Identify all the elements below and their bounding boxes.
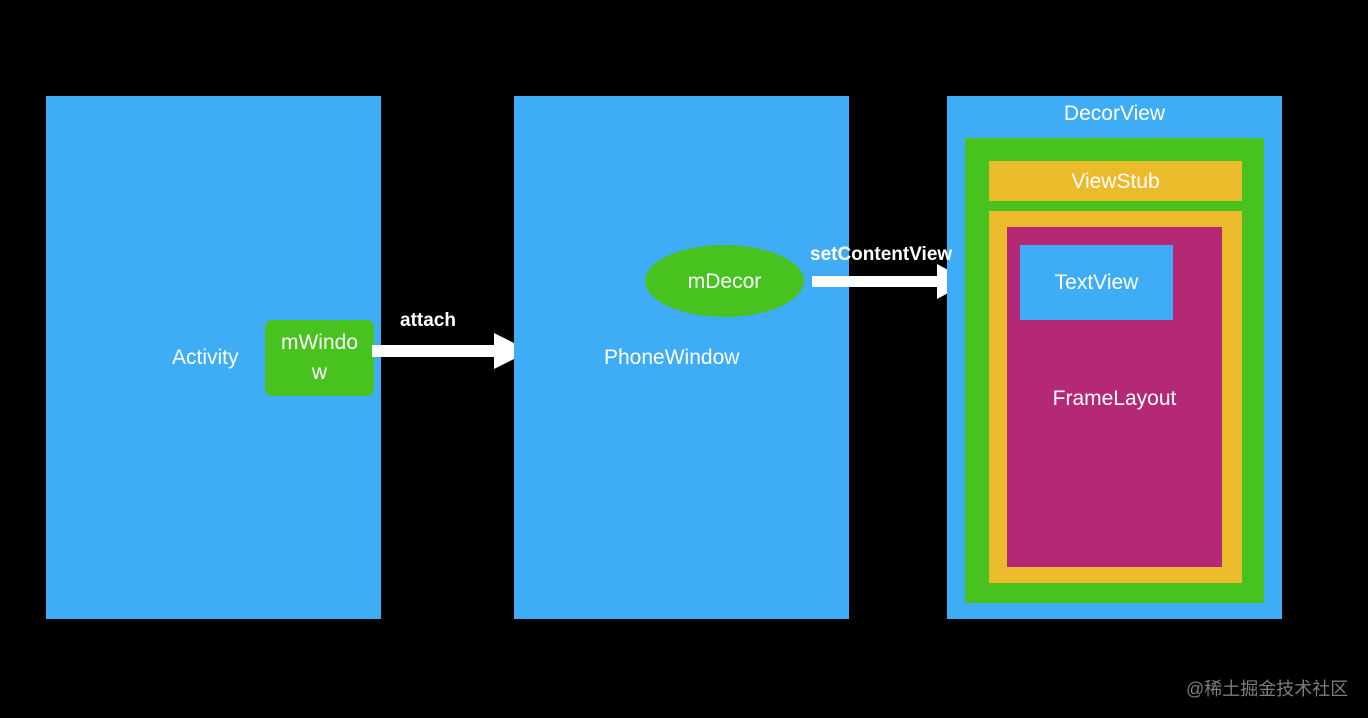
phonewindow-label: PhoneWindow (604, 346, 740, 369)
activity-label: Activity (172, 346, 239, 369)
textview-box: TextView (1020, 245, 1173, 320)
mwindow-label-line2: w (311, 361, 328, 384)
mdecor-field: mDecor (645, 245, 804, 317)
mdecor-label: mDecor (687, 270, 762, 293)
framelayout-label: FrameLayout (1052, 387, 1177, 410)
attach-arrow-label: attach (400, 310, 456, 331)
viewstub-label: ViewStub (1071, 170, 1160, 193)
phonewindow-box (514, 96, 849, 619)
mwindow-field: mWindo w (265, 320, 374, 396)
textview-label: TextView (1054, 271, 1139, 294)
viewstub-box: ViewStub (989, 161, 1242, 201)
setcontentview-arrow-label: setContentView (810, 244, 953, 265)
watermark: @稀土掘金技术社区 (1186, 679, 1349, 699)
decorview-label: DecorView (1063, 102, 1166, 125)
mwindow-label-line1: mWindo (280, 331, 359, 354)
attach-arrow (372, 333, 530, 369)
